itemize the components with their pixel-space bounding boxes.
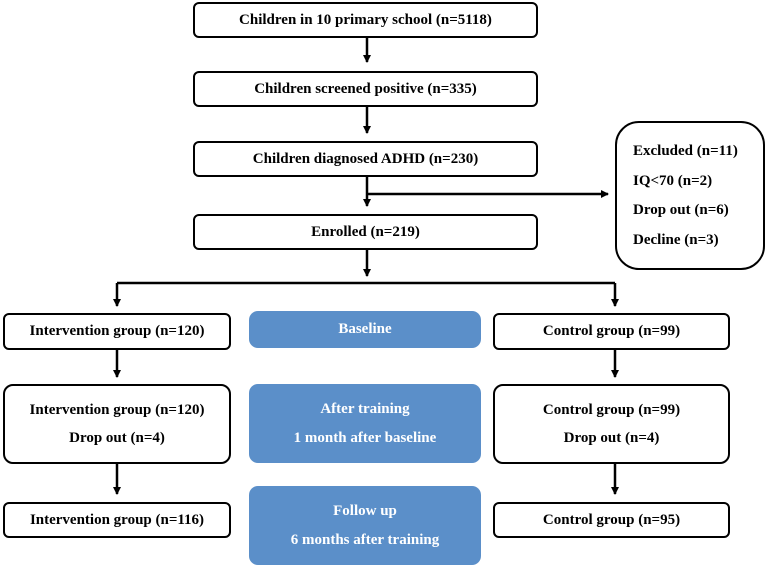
- excluded-total: Excluded (n=11): [633, 143, 738, 159]
- phase-baseline: Baseline: [249, 311, 481, 348]
- box-label: Intervention group (n=120): [29, 323, 205, 339]
- box-label: Enrolled (n=219): [311, 223, 420, 240]
- phase-label: Baseline: [338, 321, 392, 337]
- box-label: Children diagnosed ADHD (n=230): [252, 150, 479, 167]
- box-children-screened-positive: Children screened positive (n=335): [193, 71, 538, 107]
- excluded-iq: IQ<70 (n=2): [633, 172, 713, 189]
- phase-label-detail: 1 month after baseline: [293, 429, 437, 446]
- box-label-drop-out: Drop out (n=4): [563, 429, 660, 446]
- box-label-drop-out: Drop out (n=4): [69, 429, 165, 446]
- box-intervention-baseline: Intervention group (n=120): [3, 313, 231, 350]
- box-children-diagnosed-adhd: Children diagnosed ADHD (n=230): [193, 141, 538, 177]
- phase-after-training: After training 1 month after baseline: [249, 384, 481, 463]
- box-control-baseline: Control group (n=99): [493, 313, 730, 350]
- box-label: Intervention group (n=116): [29, 511, 205, 528]
- box-children-in-schools: Children in 10 primary school (n=5118): [193, 2, 538, 38]
- box-label: Children in 10 primary school (n=5118): [239, 11, 492, 28]
- phase-label-detail: 6 months after training: [290, 531, 440, 548]
- box-label-group: Intervention group (n=120): [29, 401, 205, 418]
- box-intervention-follow-up: Intervention group (n=116): [3, 502, 231, 538]
- box-label: Control group (n=99): [542, 323, 681, 339]
- box-label: Control group (n=95): [542, 511, 681, 528]
- phase-follow-up: Follow up 6 months after training: [249, 486, 481, 565]
- box-label: Children screened positive (n=335): [254, 80, 477, 97]
- box-label-group: Control group (n=99): [542, 401, 681, 418]
- box-excluded: Excluded (n=11) IQ<70 (n=2) Drop out (n=…: [615, 121, 765, 270]
- phase-label-title: After training: [320, 400, 410, 417]
- box-intervention-after-training: Intervention group (n=120) Drop out (n=4…: [3, 384, 231, 464]
- phase-label-title: Follow up: [333, 502, 397, 519]
- box-enrolled: Enrolled (n=219): [193, 214, 538, 250]
- excluded-decline: Decline (n=3): [633, 231, 719, 248]
- box-control-after-training: Control group (n=99) Drop out (n=4): [493, 384, 730, 464]
- excluded-drop-out: Drop out (n=6): [633, 202, 729, 218]
- box-control-follow-up: Control group (n=95): [493, 502, 730, 538]
